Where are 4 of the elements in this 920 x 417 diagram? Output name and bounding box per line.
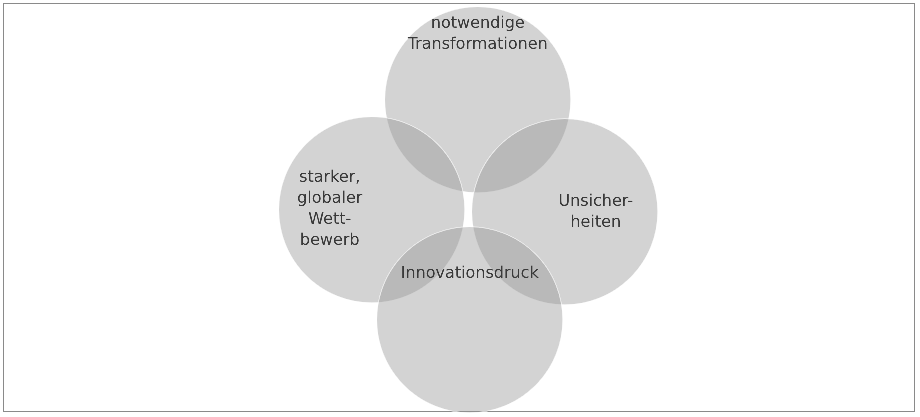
set-label: Unsicher-heiten [558, 190, 634, 232]
set-label: notwendige Transformationen [406, 12, 550, 54]
set-label: starker, globaler Wett-bewerb [296, 166, 364, 250]
set-label: Innovationsdruck [400, 262, 540, 283]
